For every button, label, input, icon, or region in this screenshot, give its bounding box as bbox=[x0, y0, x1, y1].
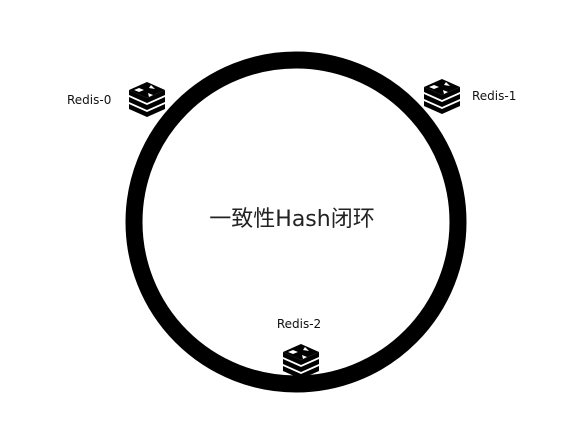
node-redis-1: Redis-1 bbox=[424, 79, 516, 114]
node-label-redis-1: Redis-1 bbox=[472, 89, 516, 103]
node-redis-2: Redis-2 bbox=[277, 317, 321, 379]
redis-logo-icon bbox=[283, 344, 319, 379]
ring-title: 一致性Hash闭环 bbox=[209, 207, 374, 232]
redis-logo-icon bbox=[424, 79, 460, 114]
hash-ring bbox=[125, 51, 467, 393]
node-label-redis-2: Redis-2 bbox=[277, 317, 321, 331]
redis-logo-icon bbox=[129, 82, 165, 117]
node-label-redis-0: Redis-0 bbox=[67, 93, 111, 107]
node-redis-0: Redis-0 bbox=[67, 82, 165, 117]
